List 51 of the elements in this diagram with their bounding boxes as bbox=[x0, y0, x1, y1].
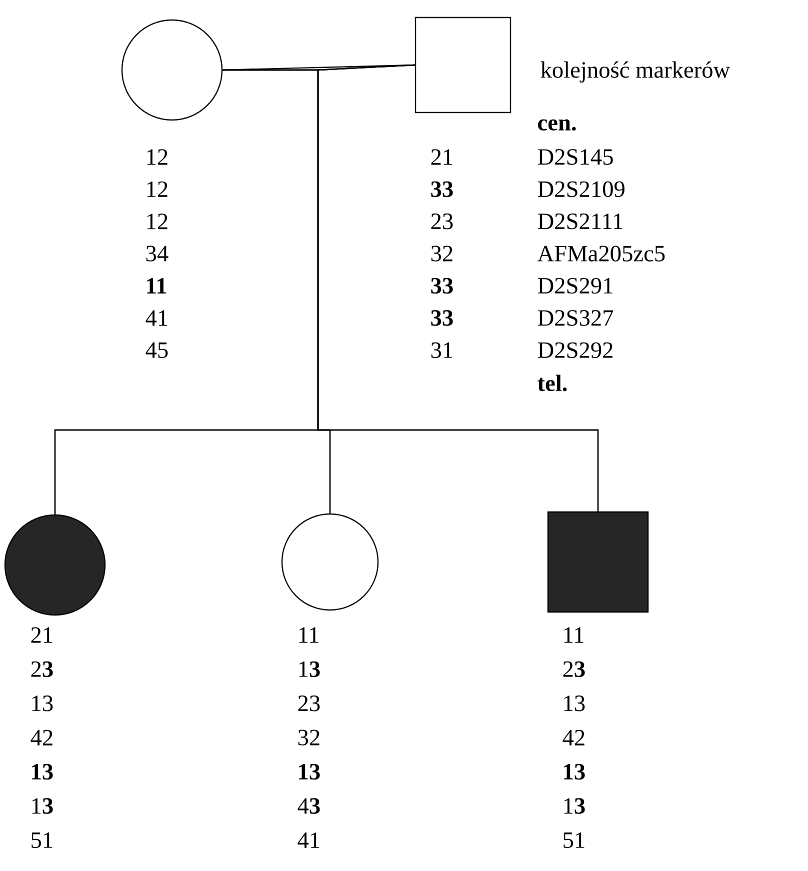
allele-label: 13 bbox=[564, 764, 585, 780]
allele-label: 45 bbox=[146, 342, 168, 358]
allele-label: 43 bbox=[298, 798, 320, 814]
allele-label: 13 bbox=[564, 798, 585, 814]
allele-label: 51 bbox=[564, 832, 584, 848]
allele-label: 23 bbox=[31, 661, 53, 678]
allele-label: 23 bbox=[563, 661, 585, 678]
allele-label: 12 bbox=[147, 181, 168, 197]
allele-label: 23 bbox=[431, 214, 453, 230]
allele-label: 51 bbox=[32, 832, 52, 848]
allele-label: 32 bbox=[298, 730, 320, 746]
allele-label: 12 bbox=[147, 214, 168, 230]
allele-label: 21 bbox=[431, 149, 452, 165]
allele-label: 33 bbox=[431, 181, 453, 198]
allele-label: 11 bbox=[147, 278, 166, 294]
allele-label: 42 bbox=[30, 730, 52, 746]
pedigree-circle bbox=[281, 513, 379, 611]
allele-label: 13 bbox=[32, 696, 53, 712]
allele-label: 34 bbox=[146, 246, 168, 262]
allele-label: 13 bbox=[299, 661, 320, 678]
allele-label: 32 bbox=[431, 246, 452, 262]
marker-label: tel. bbox=[538, 374, 567, 392]
allele-label: 13 bbox=[299, 764, 320, 780]
allele-label: 12 bbox=[147, 149, 168, 165]
allele-label: 23 bbox=[298, 696, 320, 712]
allele-label: 13 bbox=[32, 798, 53, 814]
pedigree-circle bbox=[4, 514, 106, 616]
pedigree-line bbox=[317, 64, 599, 512]
allele-label: 41 bbox=[146, 310, 168, 326]
marker-label: cen. bbox=[538, 119, 576, 131]
marker-label: D2S292 bbox=[538, 342, 612, 358]
allele-label: 42 bbox=[562, 730, 584, 746]
allele-label: 13 bbox=[32, 764, 53, 780]
allele-label: 11 bbox=[564, 627, 584, 643]
marker-label: D2S2111 bbox=[538, 214, 622, 230]
allele-label: 13 bbox=[564, 696, 585, 712]
marker-label: kolejność markerów bbox=[540, 61, 730, 83]
pedigree-circle bbox=[121, 19, 223, 121]
allele-label: 33 bbox=[431, 278, 453, 294]
allele-label: 11 bbox=[299, 627, 318, 643]
allele-label: 33 bbox=[431, 310, 453, 326]
pedigree-square bbox=[414, 16, 512, 114]
allele-label: 31 bbox=[431, 342, 452, 358]
marker-label: D2S327 bbox=[538, 310, 614, 326]
marker-label: D2S145 bbox=[538, 149, 613, 165]
allele-label: 41 bbox=[298, 832, 320, 848]
marker-label: AFMa205zc5 bbox=[538, 246, 665, 262]
allele-label: 21 bbox=[31, 627, 52, 643]
pedigree-square bbox=[547, 511, 649, 613]
marker-label: D2S291 bbox=[538, 278, 612, 294]
marker-label: D2S2109 bbox=[538, 181, 624, 198]
